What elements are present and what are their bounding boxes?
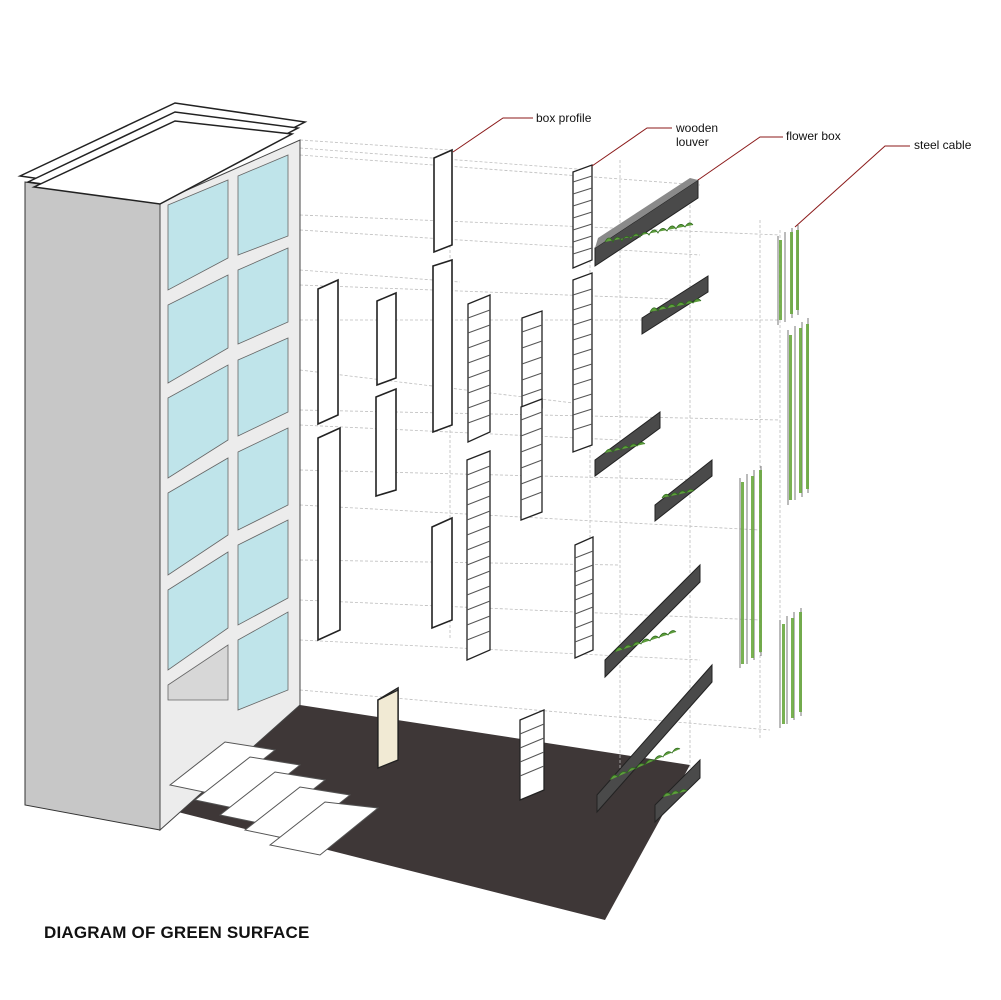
callout-leaders bbox=[452, 117, 910, 228]
flower-box-4 bbox=[654, 458, 713, 523]
flower-box-3 bbox=[594, 411, 661, 477]
diagram-title: DIAGRAM OF GREEN SURFACE bbox=[44, 923, 310, 942]
flower-box-6 bbox=[596, 663, 713, 814]
building-side-wall bbox=[24, 181, 161, 831]
louver-slats bbox=[466, 175, 594, 777]
box-profiles bbox=[317, 148, 453, 767]
facade-windows bbox=[167, 154, 289, 711]
ground-slab bbox=[170, 705, 690, 920]
leader-box-profile bbox=[452, 117, 533, 153]
flower-box-2 bbox=[641, 275, 709, 335]
label-wooden-louver-line2: louver bbox=[676, 135, 709, 149]
climbing-plants bbox=[741, 230, 809, 724]
leader-flower-box bbox=[697, 136, 783, 181]
label-wooden-louver: wooden louver bbox=[676, 121, 718, 149]
label-box-profile: box profile bbox=[536, 111, 592, 125]
leader-steel-cable bbox=[794, 145, 910, 228]
leader-wooden-louver bbox=[591, 127, 672, 167]
flower-boxes bbox=[594, 178, 713, 824]
flower-box-5 bbox=[604, 563, 701, 679]
flower-box-7 bbox=[654, 758, 701, 824]
building-roof bbox=[17, 102, 308, 205]
flower-box-1 bbox=[594, 178, 699, 267]
label-flower-box: flower box bbox=[786, 129, 841, 143]
label-wooden-louver-line1: wooden bbox=[676, 121, 719, 135]
label-steel-cable: steel cable bbox=[914, 138, 972, 152]
entrance-steps bbox=[168, 741, 380, 856]
